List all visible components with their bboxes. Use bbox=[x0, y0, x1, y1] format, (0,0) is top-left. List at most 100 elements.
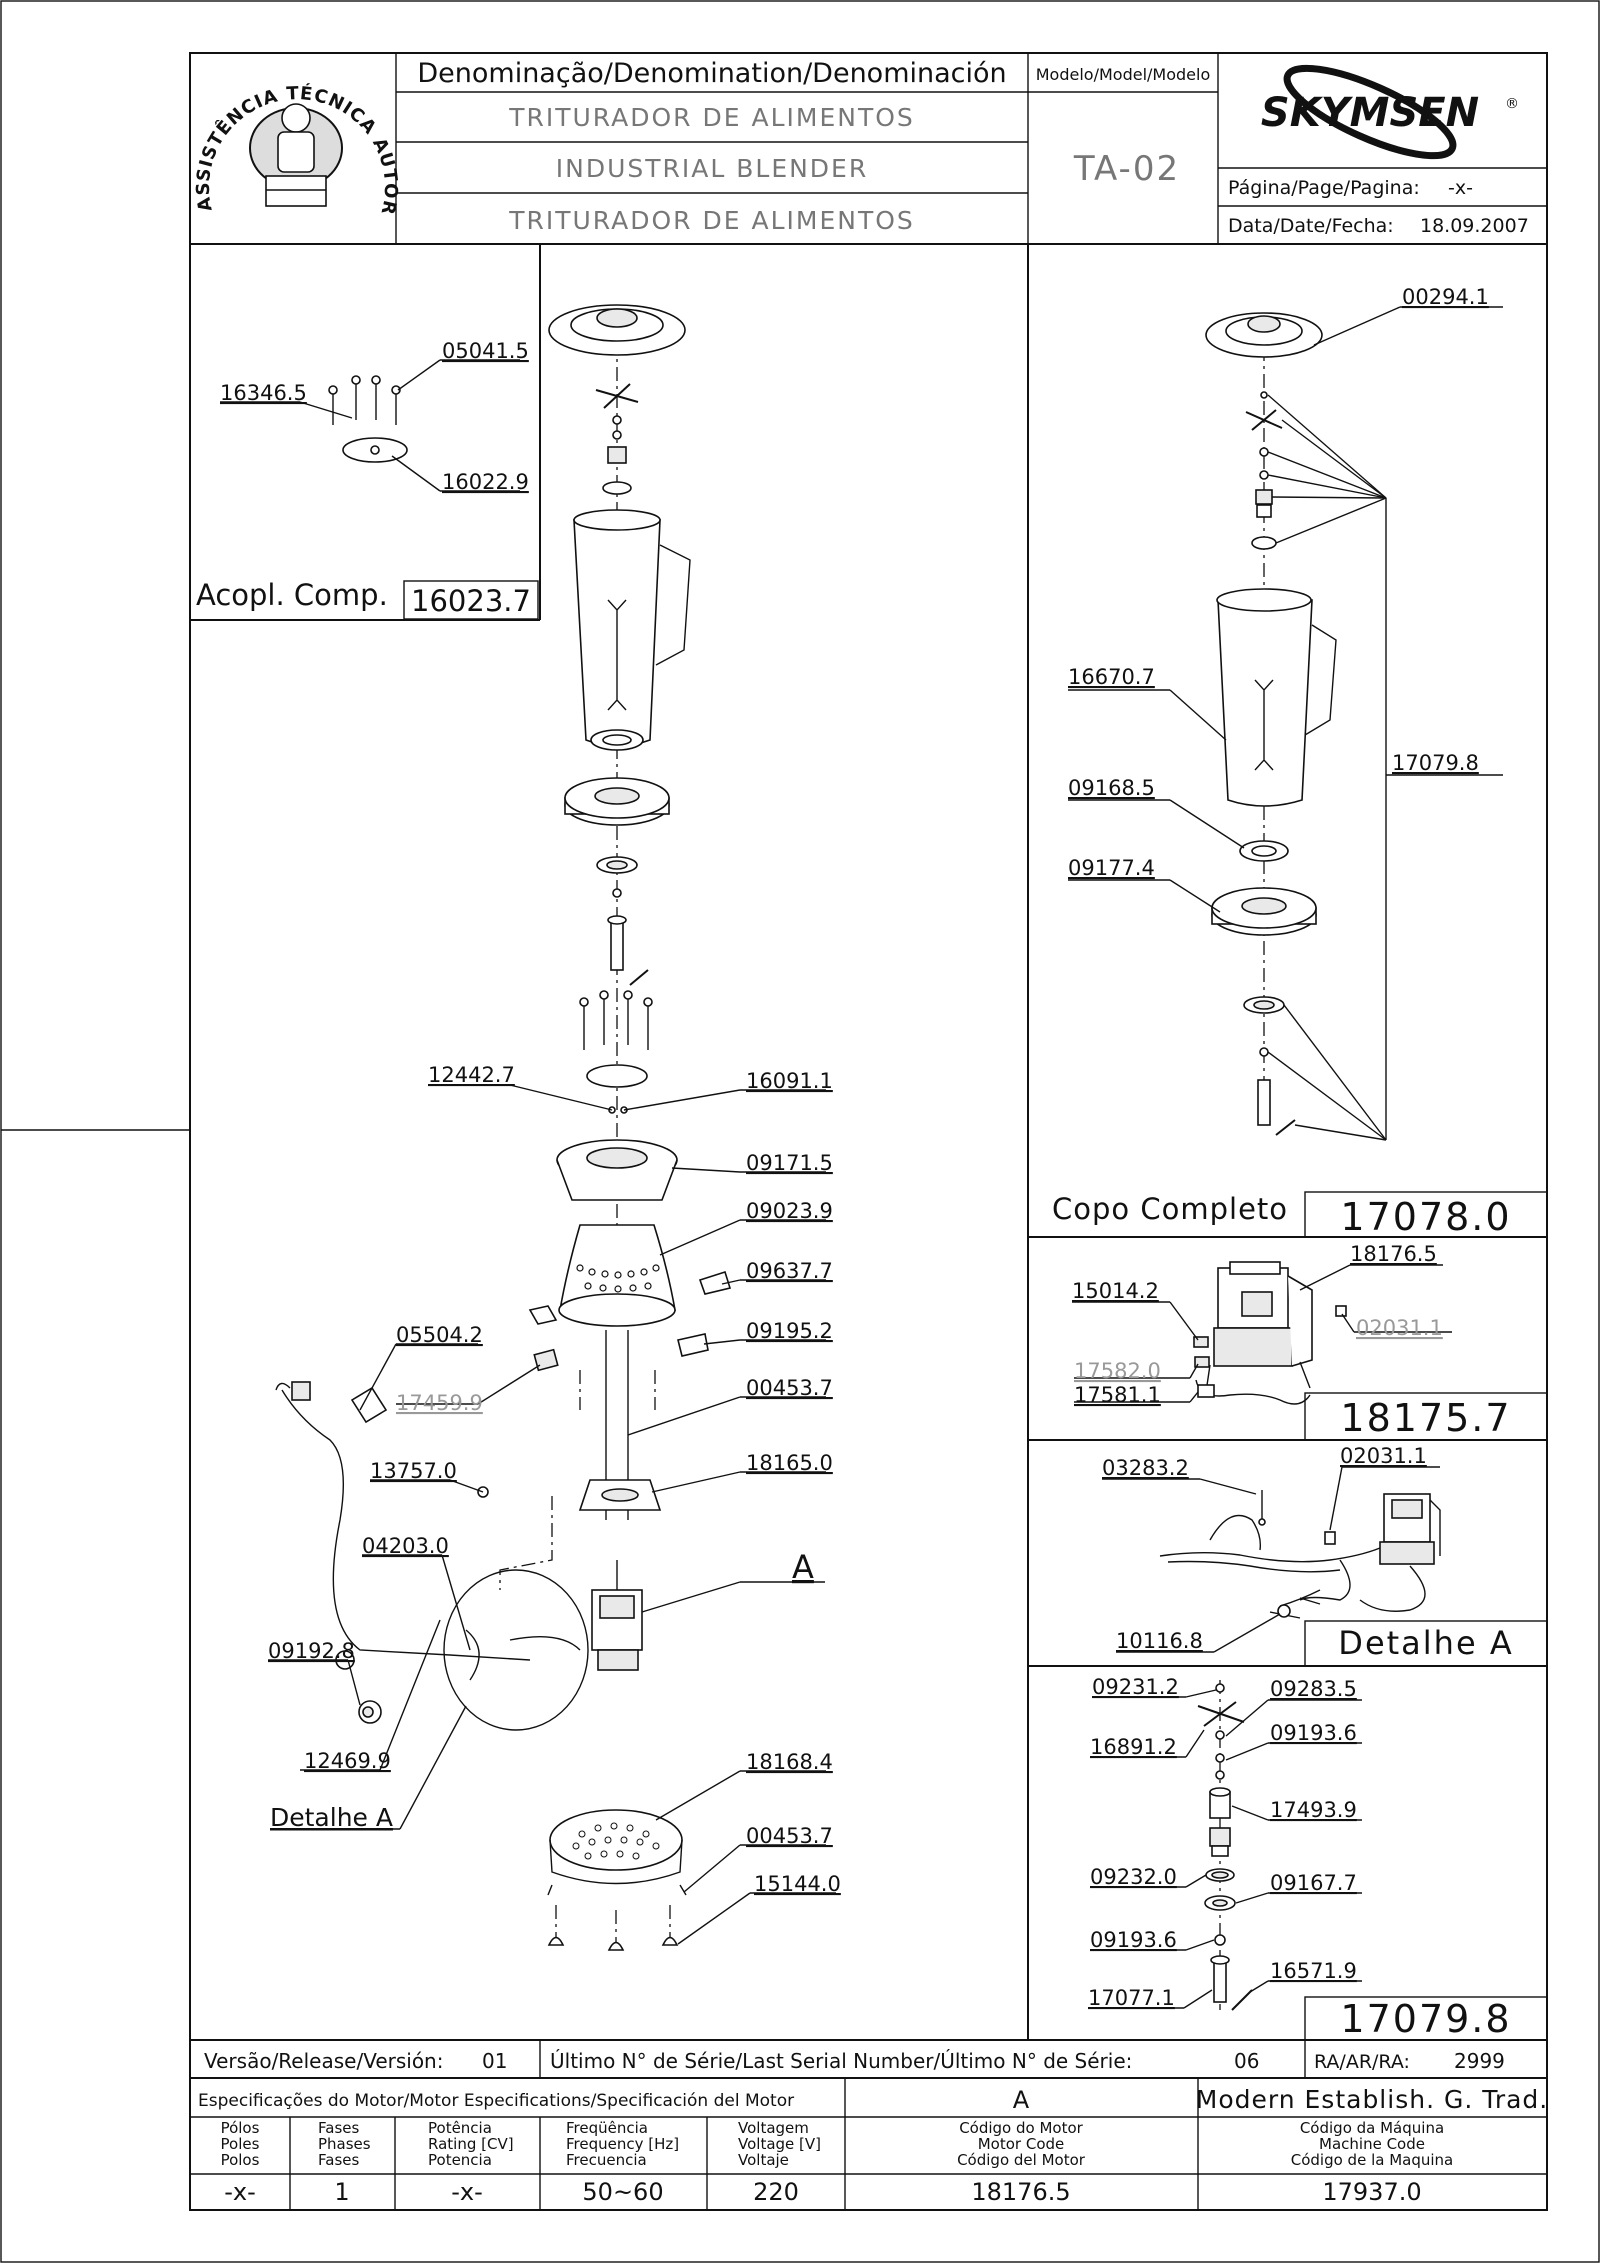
label-05041-5: 05041.5 bbox=[442, 339, 529, 363]
label-18165-0: 18165.0 bbox=[746, 1451, 833, 1475]
serial-label: Último N° de Série/Last Serial Number/Úl… bbox=[550, 2049, 1132, 2073]
label-02031-1-motor: 02031.1 bbox=[1356, 1316, 1443, 1340]
spec-header-motor-code: Código do Motor Motor Code Código del Mo… bbox=[957, 2119, 1086, 2169]
label-15014-2: 15014.2 bbox=[1072, 1279, 1159, 1303]
main-leader-lines bbox=[268, 1084, 836, 1945]
label-04203-0: 04203.0 bbox=[362, 1534, 449, 1558]
spec-value-rating: -x- bbox=[451, 2178, 483, 2206]
label-05504-2: 05504.2 bbox=[396, 1323, 483, 1347]
cup-assembly: 00294.1 16670.7 09168.5 09177.4 17079.8 … bbox=[1052, 285, 1548, 1239]
label-17582-0: 17582.0 bbox=[1074, 1359, 1161, 1383]
label-17581-1: 17581.1 bbox=[1074, 1383, 1161, 1407]
version-label: Versão/Release/Versión: bbox=[204, 2049, 443, 2073]
spec-variant: A bbox=[1013, 2086, 1030, 2114]
cup-title: Copo Completo bbox=[1052, 1192, 1288, 1226]
release-row: Versão/Release/Versión: 01 Último N° de … bbox=[204, 2040, 1505, 2078]
seal-text: ASSISTÊNCIA TÉCNICA AUTORIZADA bbox=[0, 0, 400, 217]
toolbox-icon bbox=[265, 175, 327, 207]
spec-value-poles: -x- bbox=[224, 2178, 256, 2206]
svg-text:Fases: Fases bbox=[318, 2151, 359, 2169]
title-block: Denominação/Denomination/Denominación TR… bbox=[0, 0, 1547, 245]
label-17077-1: 17077.1 bbox=[1088, 1986, 1175, 2010]
svg-text:Motor Code: Motor Code bbox=[978, 2135, 1065, 2153]
label-09193-6-a: 09193.6 bbox=[1270, 1721, 1357, 1745]
svg-text:Código de la Maquina: Código de la Maquina bbox=[1291, 2151, 1453, 2169]
label-16670-7: 16670.7 bbox=[1068, 665, 1155, 689]
detail-title: Detalhe A bbox=[1338, 1624, 1513, 1662]
denomination-label: Denominação/Denomination/Denominación bbox=[417, 58, 1006, 89]
model-value: TA-02 bbox=[1073, 149, 1180, 189]
label-12469-9: 12469.9 bbox=[304, 1749, 391, 1773]
coupling-code: 16023.7 bbox=[411, 584, 531, 618]
spec-header-machine-code: Código da Máquina Machine Code Código de… bbox=[1291, 2119, 1453, 2169]
label-17493-9: 17493.9 bbox=[1270, 1798, 1357, 1822]
housing-body-part bbox=[558, 1224, 676, 1327]
bottom-grille-part bbox=[547, 1809, 687, 1896]
label-09023-9: 09023.9 bbox=[746, 1199, 833, 1223]
label-03283-2: 03283.2 bbox=[1102, 1456, 1189, 1480]
blade-code: 17079.8 bbox=[1340, 1997, 1511, 2041]
jar-base-part bbox=[564, 777, 670, 826]
svg-text:Phases: Phases bbox=[318, 2135, 371, 2153]
svg-text:Voltagem: Voltagem bbox=[738, 2119, 809, 2137]
version-value: 01 bbox=[482, 2049, 507, 2073]
svg-text:Voltage [V]: Voltage [V] bbox=[738, 2135, 821, 2153]
spec-value-phases: 1 bbox=[334, 2178, 349, 2206]
blade-assembly: 09231.2 09283.5 16891.2 09193.6 17493.9 … bbox=[1088, 1675, 1548, 2041]
name-en: INDUSTRIAL BLENDER bbox=[556, 154, 868, 183]
label-15144-0: 15144.0 bbox=[754, 1872, 841, 1896]
spec-value-motor-code: 18176.5 bbox=[971, 2178, 1070, 2206]
label-09168-5: 09168.5 bbox=[1068, 776, 1155, 800]
label-a: A bbox=[792, 1548, 814, 1586]
label-09232-0: 09232.0 bbox=[1090, 1865, 1177, 1889]
svg-text:Código da Máquina: Código da Máquina bbox=[1300, 2119, 1444, 2137]
label-09192-8: 09192.8 bbox=[268, 1639, 355, 1663]
label-13757-0: 13757.0 bbox=[370, 1459, 457, 1483]
label-02031-1-detail: 02031.1 bbox=[1340, 1444, 1427, 1468]
label-17079-8-cup: 17079.8 bbox=[1392, 751, 1479, 775]
feet-part bbox=[547, 1905, 679, 1951]
label-18168-4: 18168.4 bbox=[746, 1750, 833, 1774]
label-09177-4: 09177.4 bbox=[1068, 856, 1155, 880]
model-label: Modelo/Model/Modelo bbox=[1036, 65, 1210, 84]
svg-text:Código del Motor: Código del Motor bbox=[957, 2151, 1086, 2169]
connector-part bbox=[291, 1381, 311, 1401]
company-name: Modern Establish. G. Trad. bbox=[1196, 2085, 1549, 2114]
spec-header-poles: Pólos Poles Polos bbox=[221, 2119, 260, 2169]
label-09637-7: 09637.7 bbox=[746, 1259, 833, 1283]
coupling-assembly: 05041.5 16346.5 16022.9 Acopl. Comp. 160… bbox=[196, 339, 539, 620]
svg-text:Freqüência: Freqüência bbox=[566, 2119, 648, 2137]
technician-head-icon bbox=[281, 103, 311, 133]
label-09193-6-b: 09193.6 bbox=[1090, 1928, 1177, 1952]
spec-header-rating: Potência Rating [CV] Potencia bbox=[428, 2119, 514, 2169]
label-16571-9: 16571.9 bbox=[1270, 1959, 1357, 1983]
blade-part bbox=[595, 383, 639, 409]
authorized-service-seal: ASSISTÊNCIA TÉCNICA AUTORIZADA bbox=[0, 0, 400, 217]
spec-header-voltage: Voltagem Voltage [V] Voltaje bbox=[738, 2119, 821, 2169]
detail-a-circle bbox=[443, 1569, 589, 1731]
brand-name: SKYMSEN bbox=[1261, 90, 1479, 136]
page-value: -x- bbox=[1448, 177, 1473, 199]
name-pt: TRITURADOR DE ALIMENTOS bbox=[508, 103, 915, 132]
page-label: Página/Page/Pagina: bbox=[1228, 177, 1420, 199]
label-17459-9: 17459.9 bbox=[396, 1391, 483, 1415]
shaft-part bbox=[610, 919, 624, 971]
spec-value-frequency: 50~60 bbox=[582, 2178, 663, 2206]
label-12442-7: 12442.7 bbox=[428, 1063, 515, 1087]
label-00453-7-b: 00453.7 bbox=[746, 1824, 833, 1848]
label-09195-2: 09195.2 bbox=[746, 1319, 833, 1343]
label-16022-9: 16022.9 bbox=[442, 470, 529, 494]
cup-code: 17078.0 bbox=[1340, 1195, 1511, 1239]
spec-title: Especificações do Motor/Motor Especifica… bbox=[198, 2091, 794, 2111]
ra-label: RA/AR/RA: bbox=[1314, 2051, 1410, 2073]
date-label: Data/Date/Fecha: bbox=[1228, 215, 1394, 237]
label-10116-8: 10116.8 bbox=[1116, 1629, 1203, 1653]
coupling-screws bbox=[328, 375, 401, 425]
svg-text:Pólos: Pólos bbox=[221, 2119, 260, 2137]
svg-text:Frecuencia: Frecuencia bbox=[566, 2151, 647, 2169]
motor-code: 18175.7 bbox=[1340, 1396, 1511, 1440]
label-detalhe-a: Detalhe A bbox=[270, 1803, 393, 1832]
spec-value-voltage: 220 bbox=[753, 2178, 799, 2206]
motor-assembly: 18176.5 15014.2 02031.1 17582.0 17581.1 … bbox=[1072, 1242, 1548, 1441]
